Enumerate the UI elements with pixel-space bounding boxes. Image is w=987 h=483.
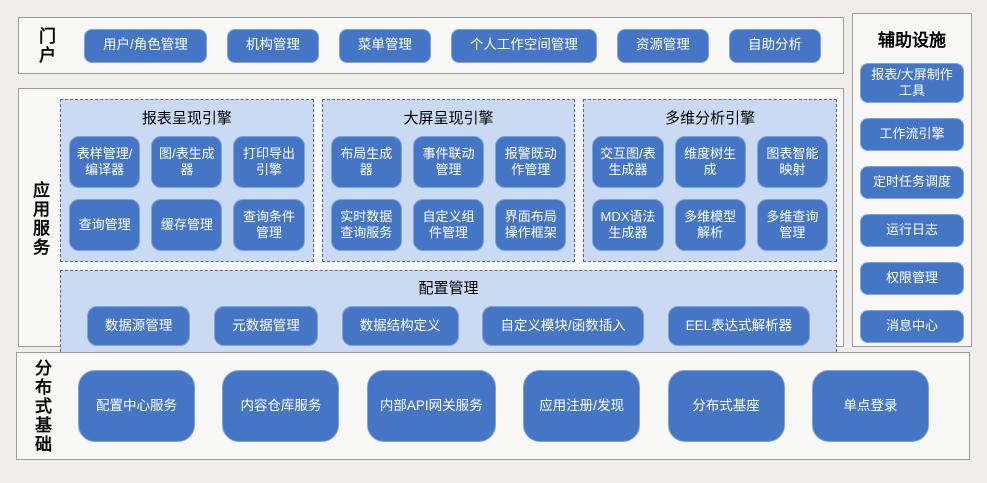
engine-node: 图表智能映射 — [756, 136, 829, 188]
app-services-content: 报表呈现引擎 表样管理/编译器 图/表生成器 打印导出引擎 查询管理 缓存管理 … — [60, 99, 838, 357]
engine-node: 多维查询管理 — [756, 199, 829, 251]
config-node-datasource: 数据源管理 — [86, 306, 191, 346]
engine-node: MDX语法生成器 — [592, 199, 664, 251]
config-node-eel-parser: EEL表达式解析器 — [667, 306, 811, 346]
report-engine-grid: 表样管理/编译器 图/表生成器 打印导出引擎 查询管理 缓存管理 查询条件管理 — [69, 136, 305, 251]
config-node-metadata: 元数据管理 — [214, 306, 318, 346]
auxiliary-section: 辅助设施 报表/大屏制作工具 工作流引擎 定时任务调度 运行日志 权限管理 消息… — [852, 13, 972, 347]
bigscreen-engine-panel: 大屏呈现引擎 布局生成器 事件联动管理 报警既动作管理 实时数据查询服务 自定义… — [321, 99, 576, 262]
portal-node-menu: 菜单管理 — [338, 28, 431, 63]
engine-node: 自定义组件管理 — [412, 199, 485, 251]
engine-node: 表样管理/编译器 — [69, 136, 141, 188]
portal-node-org: 机构管理 — [226, 28, 319, 63]
aux-node-runlog: 运行日志 — [860, 213, 964, 247]
portal-node-user-role: 用户/角色管理 — [84, 28, 207, 63]
app-services-section: 应用服务 报表呈现引擎 表样管理/编译器 图/表生成器 打印导出引擎 查询管理 … — [18, 88, 844, 357]
dist-node-sso: 单点登录 — [811, 370, 929, 442]
report-engine-title: 报表呈现引擎 — [141, 110, 232, 127]
engine-node: 事件联动管理 — [412, 136, 485, 188]
dist-node-api-gateway: 内部API网关服务 — [366, 370, 496, 442]
engine-node: 打印导出引擎 — [233, 136, 305, 188]
portal-node-resource: 资源管理 — [616, 28, 709, 63]
engine-node: 布局生成器 — [330, 136, 402, 188]
aux-node-workflow: 工作流引擎 — [860, 117, 964, 151]
engine-node: 缓存管理 — [151, 199, 223, 251]
olap-engine-grid: 交互图/表生成器 维度树生成 图表智能映射 MDX语法生成器 多维模型解析 多维… — [592, 136, 829, 251]
olap-engine-panel: 多维分析引擎 交互图/表生成器 维度树生成 图表智能映射 MDX语法生成器 多维… — [583, 99, 838, 262]
config-management-panel: 配置管理 数据源管理 元数据管理 数据结构定义 自定义模块/函数插入 EEL表达… — [60, 270, 837, 357]
aux-node-report-tool: 报表/大屏制作工具 — [860, 63, 964, 103]
engine-node: 查询管理 — [69, 199, 141, 251]
auxiliary-section-title: 辅助设施 — [878, 31, 946, 50]
olap-engine-title: 多维分析引擎 — [665, 110, 756, 127]
engine-node: 查询条件管理 — [233, 199, 305, 251]
portal-section: 门户 用户/角色管理 机构管理 菜单管理 个人工作空间管理 资源管理 自助分析 — [18, 17, 844, 74]
engine-node: 维度树生成 — [674, 136, 746, 188]
config-node-structure: 数据结构定义 — [341, 306, 459, 346]
engine-node: 界面布局操作框架 — [495, 199, 567, 251]
distributed-base-label: 分布式基础 — [32, 358, 51, 454]
distributed-base-section: 分布式基础 配置中心服务 内容仓库服务 内部API网关服务 应用注册/发现 分布… — [16, 352, 970, 460]
config-node-custom-module: 自定义模块/函数插入 — [482, 306, 644, 346]
aux-node-permission: 权限管理 — [860, 261, 964, 295]
auxiliary-node-column: 报表/大屏制作工具 工作流引擎 定时任务调度 运行日志 权限管理 消息中心 — [860, 63, 964, 343]
dist-node-config-center: 配置中心服务 — [78, 370, 195, 442]
app-services-label: 应用服务 — [30, 180, 49, 257]
engine-panels-row: 报表呈现引擎 表样管理/编译器 图/表生成器 打印导出引擎 查询管理 缓存管理 … — [60, 99, 838, 262]
portal-section-label: 门户 — [36, 26, 55, 65]
engine-node: 报警既动作管理 — [495, 136, 567, 188]
engine-node: 实时数据查询服务 — [330, 199, 402, 251]
config-node-row: 数据源管理 元数据管理 数据结构定义 自定义模块/函数插入 EEL表达式解析器 — [73, 306, 824, 346]
engine-node: 图/表生成器 — [151, 136, 223, 188]
report-engine-panel: 报表呈现引擎 表样管理/编译器 图/表生成器 打印导出引擎 查询管理 缓存管理 … — [60, 99, 314, 262]
engine-node: 交互图/表生成器 — [592, 136, 664, 188]
portal-node-workspace: 个人工作空间管理 — [450, 28, 597, 63]
dist-node-content-repo: 内容仓库服务 — [222, 370, 340, 442]
distributed-node-row: 配置中心服务 内容仓库服务 内部API网关服务 应用注册/发现 分布式基座 单点… — [78, 370, 929, 442]
config-management-title: 配置管理 — [418, 280, 479, 297]
engine-node: 多维模型解析 — [674, 199, 746, 251]
dist-node-distributed-base: 分布式基座 — [667, 370, 785, 442]
portal-node-row: 用户/角色管理 机构管理 菜单管理 个人工作空间管理 资源管理 自助分析 — [76, 28, 829, 63]
portal-node-selfservice: 自助分析 — [728, 28, 821, 63]
bigscreen-engine-grid: 布局生成器 事件联动管理 报警既动作管理 实时数据查询服务 自定义组件管理 界面… — [330, 136, 567, 251]
bigscreen-engine-title: 大屏呈现引擎 — [403, 110, 494, 127]
aux-node-scheduler: 定时任务调度 — [860, 165, 964, 199]
dist-node-app-registry: 应用注册/发现 — [523, 370, 641, 442]
aux-node-message-center: 消息中心 — [860, 309, 964, 343]
